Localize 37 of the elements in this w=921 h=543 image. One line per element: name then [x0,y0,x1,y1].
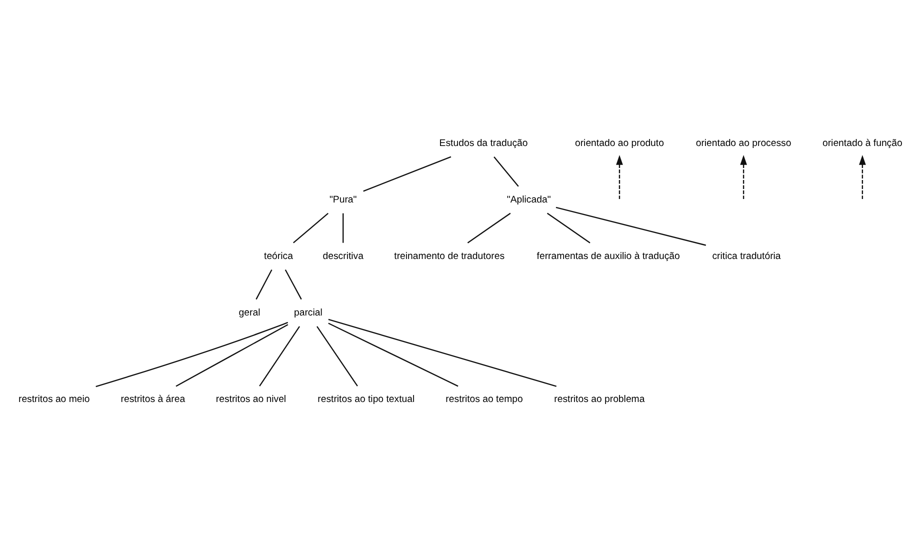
node-text: "Pura" [330,194,357,206]
node-text: restritos à área [120,394,186,406]
connector [546,212,590,244]
connector [494,156,519,187]
connector [467,212,511,244]
connector [293,212,328,244]
node-text: orientado ao produto [574,138,664,149]
connector [556,206,706,246]
node-text: orientado ao processo [696,138,792,149]
node-text: "Aplicada" [506,194,551,206]
node-text: restritos ao meio [18,394,90,406]
connector [328,322,458,387]
node-text: restritos ao tempo [446,394,523,406]
node-text: geral [238,307,260,318]
arrow [616,155,623,199]
arrow [740,155,747,199]
connector [363,156,452,192]
connector [328,318,557,387]
connector [256,269,272,300]
connector [259,326,300,386]
node-text: Estudos da tradução [439,138,528,149]
connector [96,322,288,388]
node-text: descritiva [322,250,364,262]
connector [316,326,358,386]
node-text: teórica [264,250,293,262]
node-text: critica tradutória [712,250,781,262]
node-text: restritos ao nivel [216,394,286,406]
node-text: orientado à função [822,138,902,149]
connector [176,324,288,387]
node-text: restritos ao problema [554,394,645,406]
node-text: parcial [294,307,322,318]
node-text: treinamento de tradutores [394,250,505,262]
connector [342,213,344,243]
node-text: ferramentas de auxilio à tradução [536,250,680,262]
arrow [858,155,866,199]
connector [284,269,302,300]
node-text: restritos ao tipo textual [318,394,415,406]
